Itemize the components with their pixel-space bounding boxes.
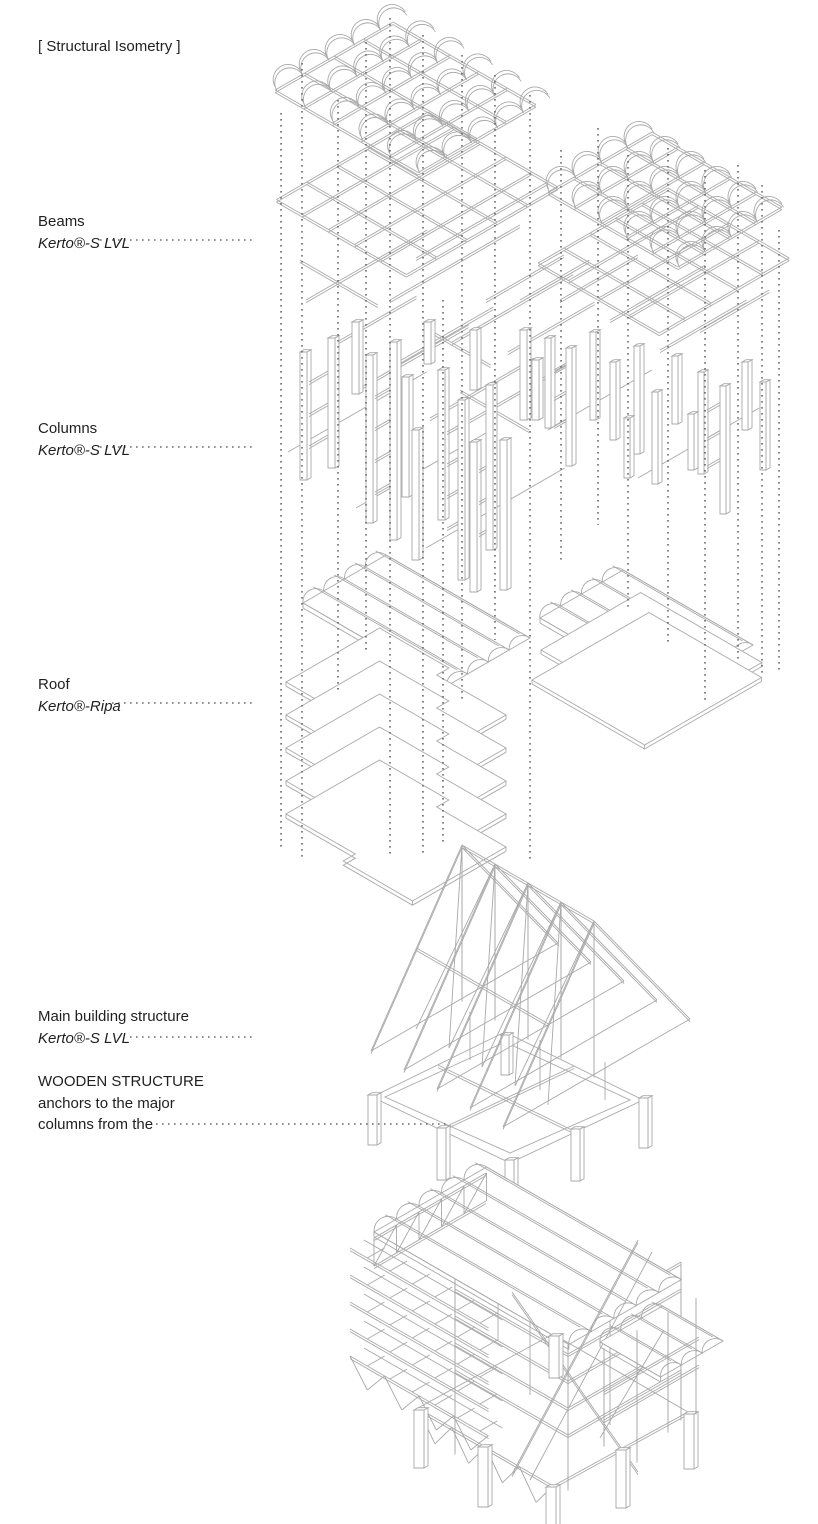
label-roof-title: Roof [38, 676, 70, 693]
beam-grid-right [537, 121, 790, 353]
label-columns-material: Kerto®-S LVL [38, 441, 130, 459]
page-title: [ Structural Isometry ] [38, 38, 181, 55]
projection-lines [280, 18, 780, 862]
wooden-structure-line2: anchors to the major [38, 1094, 175, 1112]
label-columns-title: Columns [38, 420, 98, 437]
label-columns: Columns Kerto®-S LVL [38, 418, 130, 461]
columns-right [543, 328, 772, 515]
label-main-structure-title: Main building structure [38, 1008, 189, 1025]
label-roof-material: Kerto®-Ripa [38, 697, 121, 715]
wooden-structure-line1: WOODEN STRUCTURE [38, 1073, 204, 1090]
label-beams-material: Kerto®-S LVL [38, 234, 130, 252]
wooden-structure-line3: columns from the [38, 1116, 154, 1133]
label-main-structure-material: Kerto®-S LVL [38, 1029, 130, 1047]
building-structure [349, 1162, 700, 1524]
label-wooden-structure-note: WOODEN STRUCTURE anchors to the major co… [38, 1071, 204, 1136]
right-wing [599, 1298, 724, 1463]
roof-stack-left [285, 550, 531, 906]
label-beams-title: Beams [38, 213, 85, 230]
leader-lines [100, 239, 446, 1125]
label-roof: Roof Kerto®-Ripa [38, 674, 121, 717]
columns-left [287, 318, 565, 593]
roof-stack-right [531, 565, 763, 750]
beam-grid-left [272, 4, 595, 433]
truss-structure [366, 844, 691, 1216]
label-main-structure: Main building structure Kerto®-S LVL [38, 1006, 189, 1049]
label-beams: Beams Kerto®-S LVL [38, 211, 130, 254]
